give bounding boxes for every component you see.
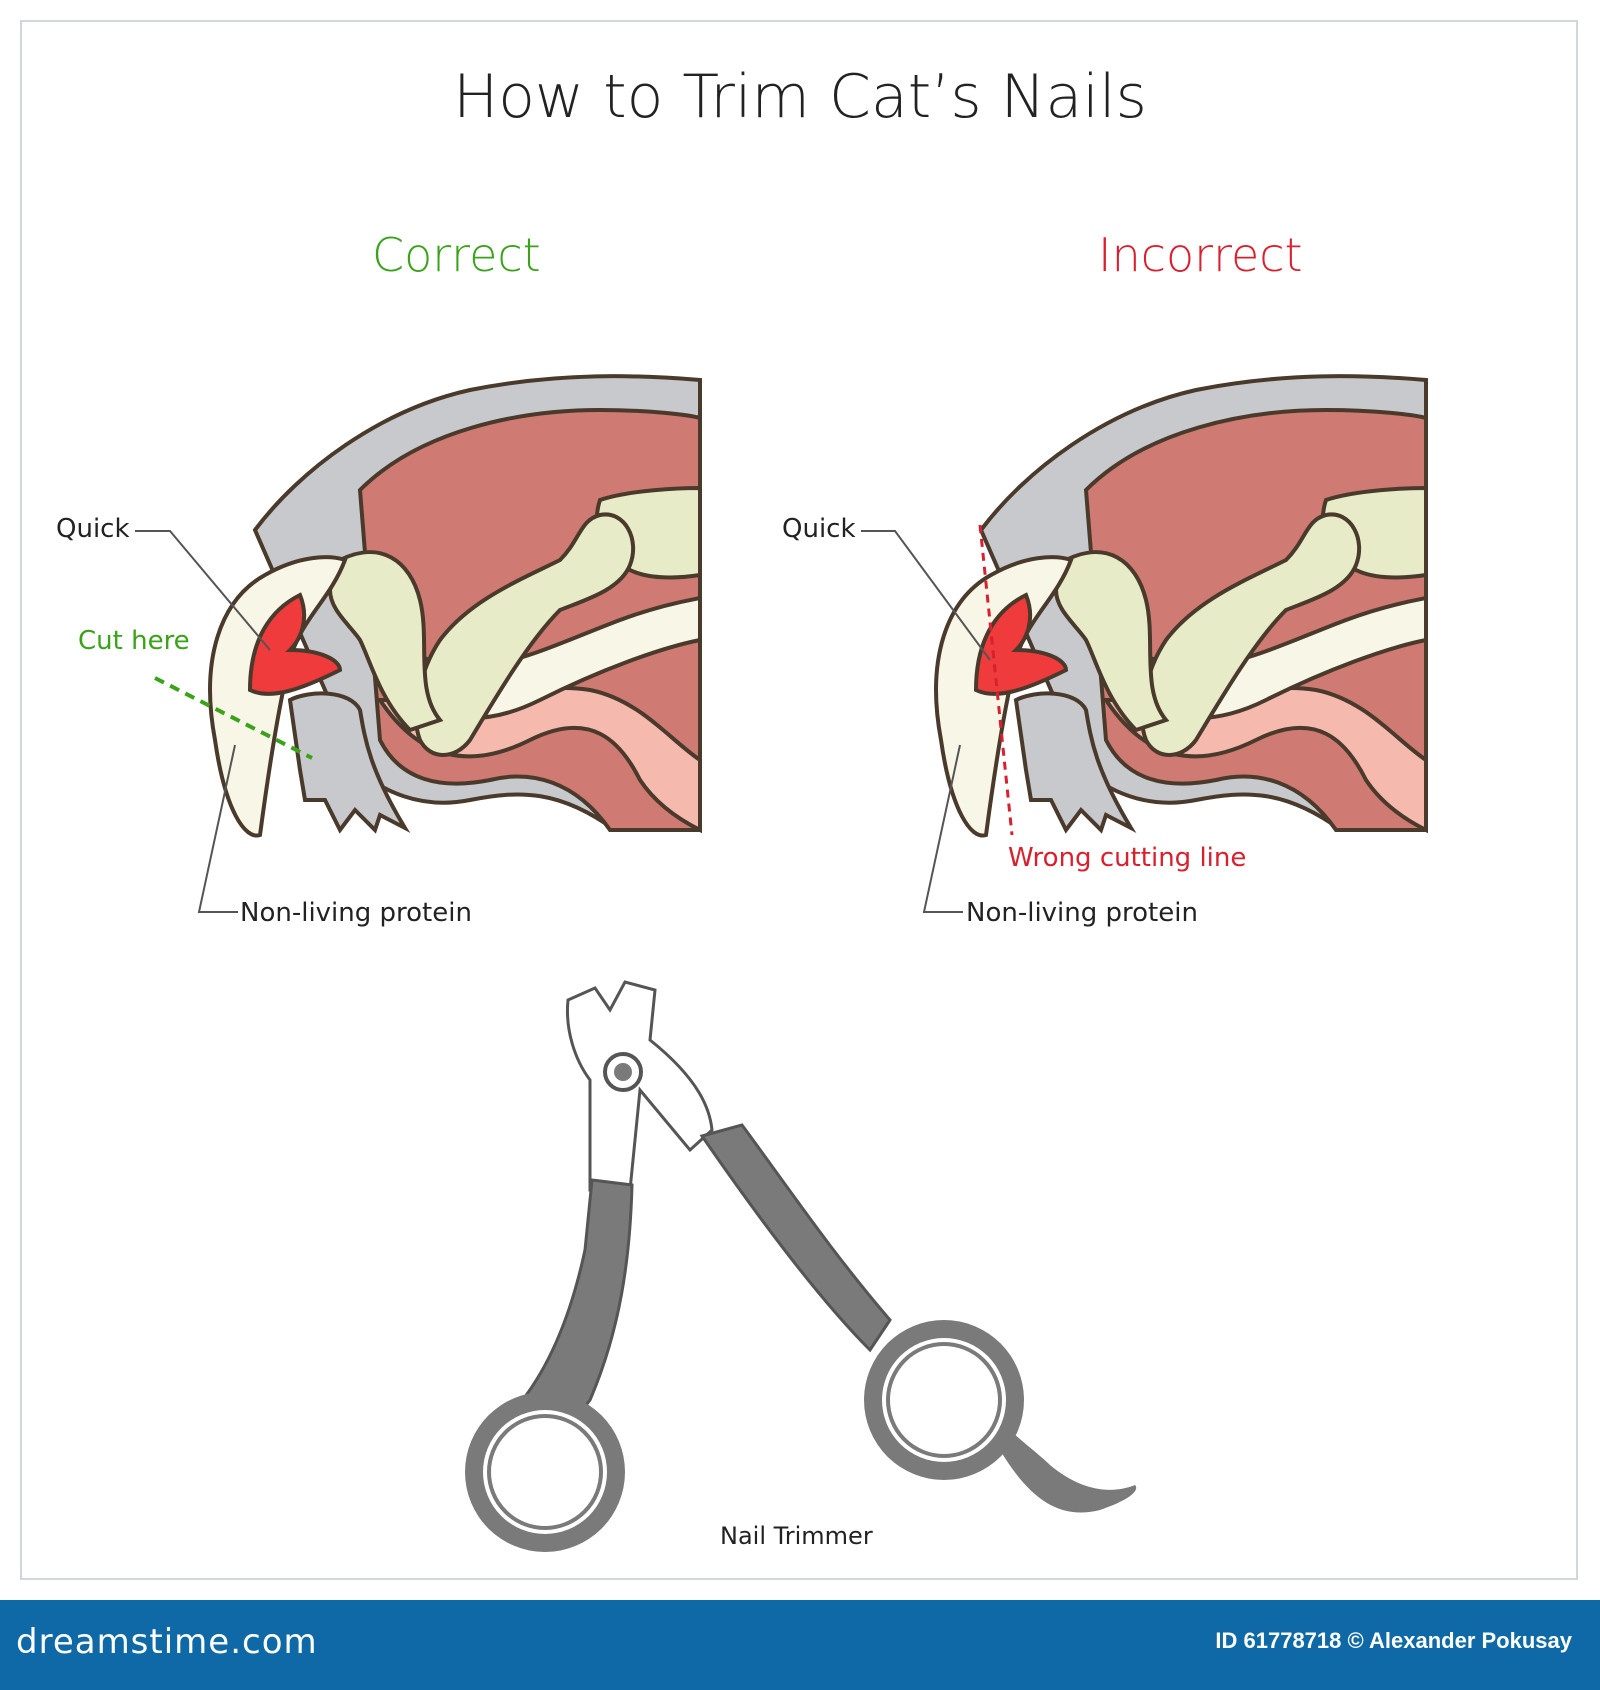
footer-bar: dreamstime.com ID 61778718 © Alexander P… <box>0 1600 1600 1690</box>
correct-heading: Correct <box>372 228 541 282</box>
correct-quick-label: Quick <box>56 514 130 544</box>
incorrect-protein-leader <box>922 744 963 913</box>
footer-brand[interactable]: dreamstime.com <box>16 1622 318 1662</box>
nail-trimmer-label: Nail Trimmer <box>720 1522 873 1550</box>
correct-cut-line <box>154 676 313 760</box>
diagram-artwork <box>135 374 1428 1552</box>
incorrect-quick-label: Quick <box>782 514 856 544</box>
wrong-cutting-line-label: Wrong cutting line <box>1008 843 1247 873</box>
correct-quick-leader <box>135 530 271 651</box>
incorrect-quick-shape <box>973 592 1069 696</box>
footer-credit: ID 61778718 © Alexander Pokusay <box>1215 1628 1572 1653</box>
correct-quick-shape <box>247 592 343 696</box>
correct-protein-label: Non-living protein <box>240 898 472 928</box>
wrong-cut-line <box>978 524 1014 836</box>
cut-here-label: Cut here <box>78 626 190 656</box>
diagram-frame <box>20 20 1578 1580</box>
incorrect-quick-leader <box>861 530 991 661</box>
correct-protein-leader <box>197 744 238 913</box>
nail-trimmer-illustration <box>465 980 1137 1552</box>
page-title: How to Trim Cat’s Nails <box>453 62 1147 132</box>
incorrect-protein-label: Non-living protein <box>966 898 1198 928</box>
incorrect-heading: Incorrect <box>1098 228 1303 282</box>
